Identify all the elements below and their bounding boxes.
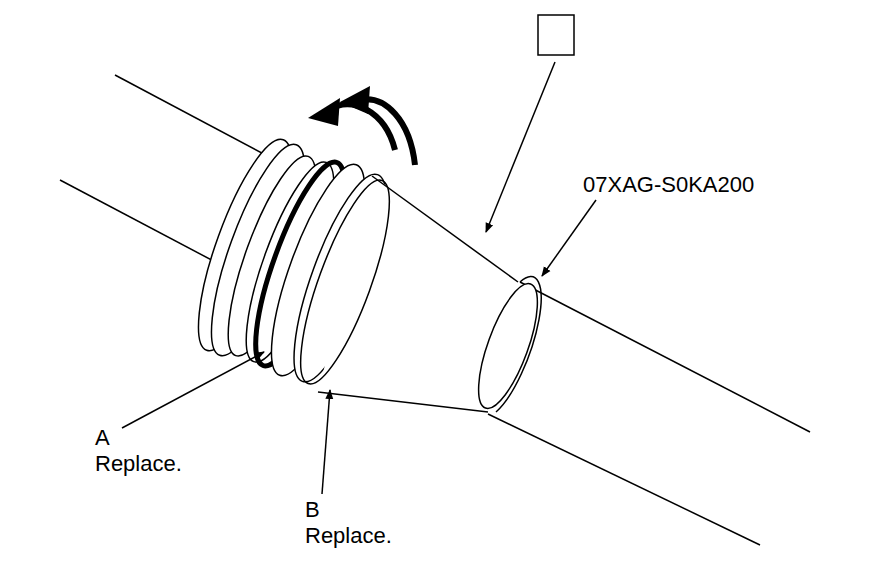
callout-letter: A <box>95 425 110 451</box>
note-text: Replace. <box>305 523 392 549</box>
note-text: Replace. <box>95 451 182 477</box>
empty-callout-box <box>538 15 574 55</box>
callout-letter: B <box>305 497 320 523</box>
part-number: 07XAG-S0KA200 <box>583 172 754 198</box>
